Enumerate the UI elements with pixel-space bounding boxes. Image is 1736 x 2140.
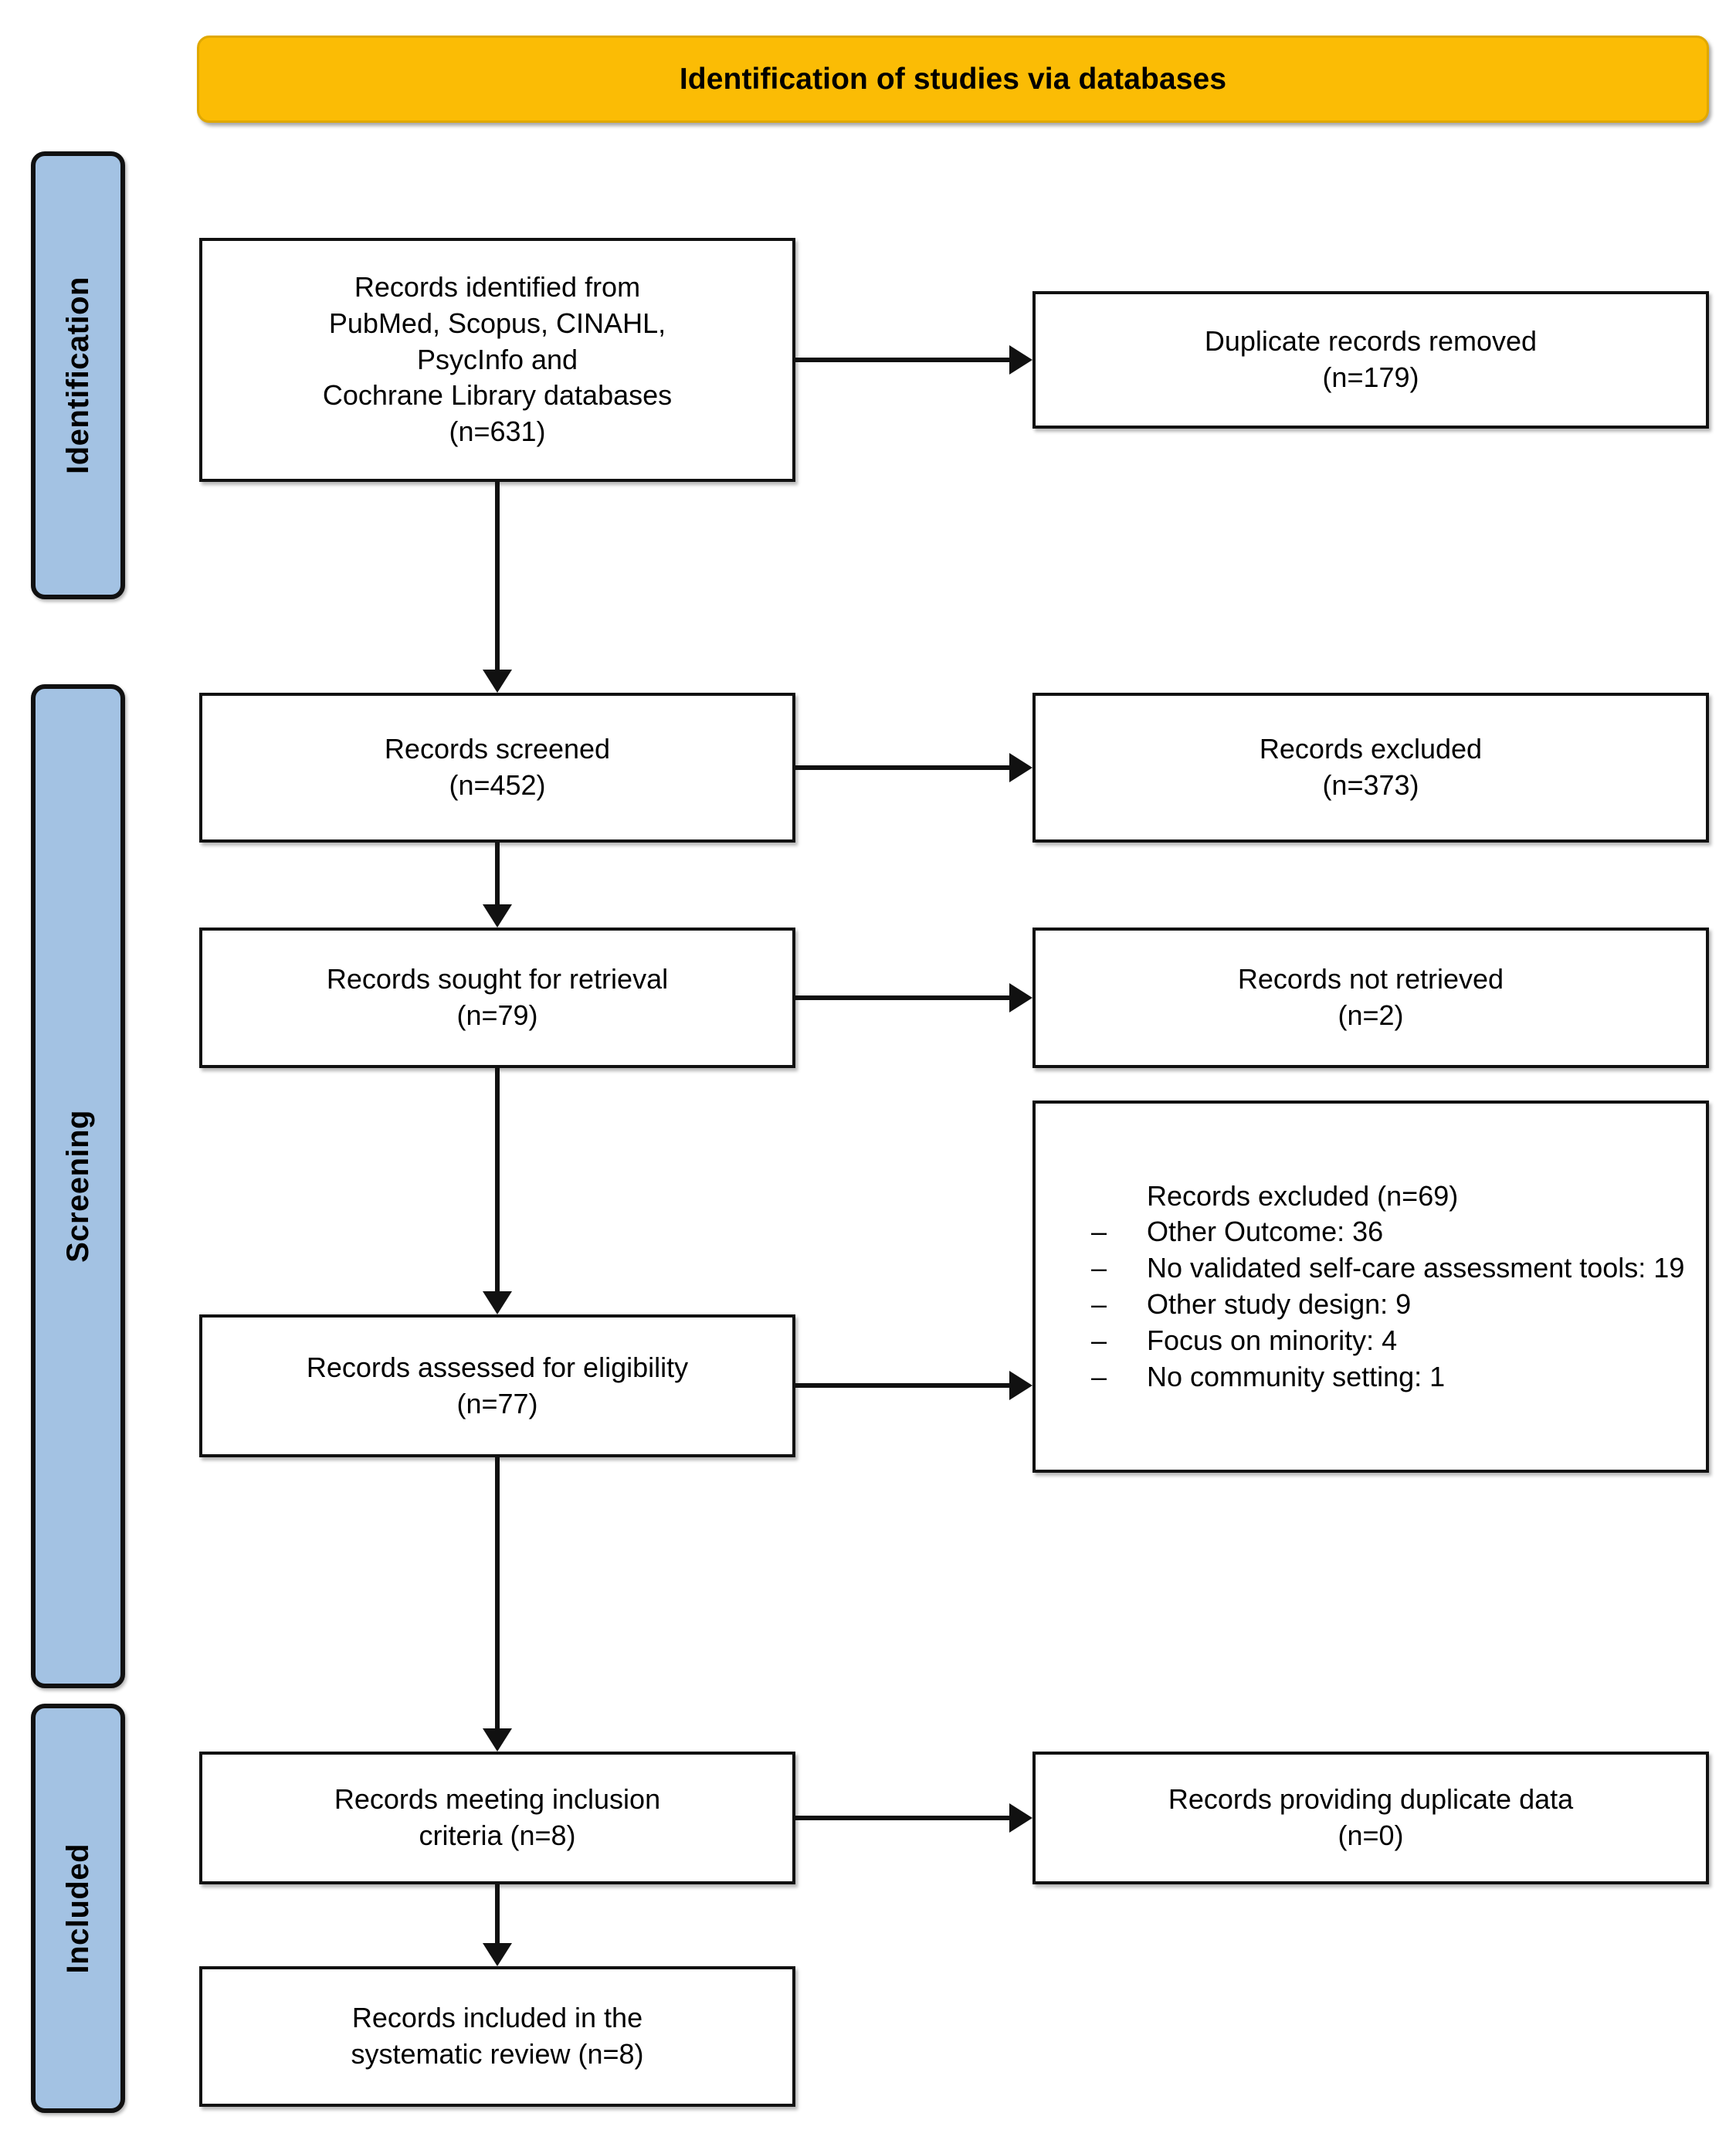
dash-icon: – xyxy=(1091,1288,1107,1320)
list-item: – Focus on minority: 4 xyxy=(1091,1323,1697,1359)
box-duplicate-records-removed-text: Duplicate records removed (n=179) xyxy=(1204,325,1538,393)
arrow-down-icon xyxy=(483,1291,512,1314)
excluded-reason-text: Other study design: 9 xyxy=(1147,1288,1412,1320)
connector-identified-to-duplicates xyxy=(795,358,1009,362)
list-item: – Other Outcome: 36 xyxy=(1091,1214,1697,1250)
dash-icon: – xyxy=(1091,1324,1107,1356)
list-item: – No community setting: 1 xyxy=(1091,1359,1697,1396)
excluded-reasons-wrapper: Records excluded (n=69) – Other Outcome:… xyxy=(1045,1179,1697,1396)
arrow-right-icon xyxy=(1009,1803,1032,1833)
arrow-down-icon xyxy=(483,670,512,693)
box-records-meeting-inclusion-text: Records meeting inclusion criteria (n=8) xyxy=(334,1783,661,1851)
connector-screened-to-excluded xyxy=(795,765,1009,770)
excluded-reason-text: Other Outcome: 36 xyxy=(1147,1216,1384,1248)
connector-sought-to-not-retrieved xyxy=(795,995,1009,1000)
box-records-duplicate-data-text: Records providing duplicate data (n=0) xyxy=(1168,1783,1574,1851)
dash-icon: – xyxy=(1091,1252,1107,1284)
dash-icon: – xyxy=(1091,1360,1107,1392)
box-records-not-retrieved-text: Records not retrieved (n=2) xyxy=(1237,963,1504,1031)
excluded-reasons-list: – Other Outcome: 36 – No validated self-… xyxy=(1091,1214,1697,1395)
connector-inclusion-to-duplicate-data xyxy=(795,1816,1009,1820)
arrow-down-icon xyxy=(483,1943,512,1966)
stage-bar-identification: Identification xyxy=(31,151,125,599)
arrow-right-icon xyxy=(1009,345,1032,375)
stage-bar-included: Included xyxy=(31,1704,125,2113)
list-item: – Other study design: 9 xyxy=(1091,1287,1697,1323)
box-records-sought-for-retrieval: Records sought for retrieval (n=79) xyxy=(199,928,795,1068)
box-records-not-retrieved: Records not retrieved (n=2) xyxy=(1032,928,1709,1068)
box-records-excluded-eligibility: Records excluded (n=69) – Other Outcome:… xyxy=(1032,1101,1709,1473)
stage-label-included: Included xyxy=(60,1843,95,1974)
box-records-identified-text: Records identified from PubMed, Scopus, … xyxy=(322,271,673,448)
box-records-screened: Records screened (n=452) xyxy=(199,693,795,843)
excluded-reason-text: No validated self-care assessment tools:… xyxy=(1147,1252,1685,1284)
arrow-down-icon xyxy=(483,1728,512,1752)
stage-label-identification: Identification xyxy=(60,276,95,474)
stage-label-screening: Screening xyxy=(60,1110,95,1263)
box-duplicate-records-removed: Duplicate records removed (n=179) xyxy=(1032,291,1709,429)
connector-inclusion-to-final xyxy=(495,1884,500,1943)
box-records-meeting-inclusion-criteria: Records meeting inclusion criteria (n=8) xyxy=(199,1752,795,1884)
connector-sought-to-assessed xyxy=(495,1068,500,1291)
connector-screened-to-sought xyxy=(495,843,500,904)
box-records-identified: Records identified from PubMed, Scopus, … xyxy=(199,238,795,482)
box-records-sought-text: Records sought for retrieval (n=79) xyxy=(326,963,669,1031)
box-records-assessed-for-eligibility: Records assessed for eligibility (n=77) xyxy=(199,1314,795,1457)
excluded-reasons-title: Records excluded (n=69) xyxy=(1147,1179,1459,1212)
excluded-reason-text: No community setting: 1 xyxy=(1147,1360,1446,1392)
connector-assessed-to-excluded-detail xyxy=(795,1383,1009,1388)
dash-icon: – xyxy=(1091,1216,1107,1248)
diagram-title-banner: Identification of studies via databases xyxy=(197,36,1709,123)
connector-assessed-to-inclusion xyxy=(495,1457,500,1728)
box-records-included-text: Records included in the systematic revie… xyxy=(351,2002,644,2070)
box-records-assessed-text: Records assessed for eligibility (n=77) xyxy=(306,1351,689,1419)
arrow-down-icon xyxy=(483,904,512,928)
arrow-right-icon xyxy=(1009,1371,1032,1400)
excluded-reason-text: Focus on minority: 4 xyxy=(1147,1324,1398,1356)
box-records-providing-duplicate-data: Records providing duplicate data (n=0) xyxy=(1032,1752,1709,1884)
page-title: Identification of studies via databases xyxy=(679,62,1227,96)
arrow-right-icon xyxy=(1009,983,1032,1012)
box-records-excluded-screening-text: Records excluded (n=373) xyxy=(1259,733,1483,801)
list-item: – No validated self-care assessment tool… xyxy=(1091,1250,1697,1287)
stage-bar-screening: Screening xyxy=(31,684,125,1688)
connector-identified-to-screened xyxy=(495,482,500,670)
arrow-right-icon xyxy=(1009,753,1032,782)
box-records-included-systematic-review: Records included in the systematic revie… xyxy=(199,1966,795,2107)
box-records-screened-text: Records screened (n=452) xyxy=(384,733,611,801)
box-records-excluded-screening: Records excluded (n=373) xyxy=(1032,693,1709,843)
